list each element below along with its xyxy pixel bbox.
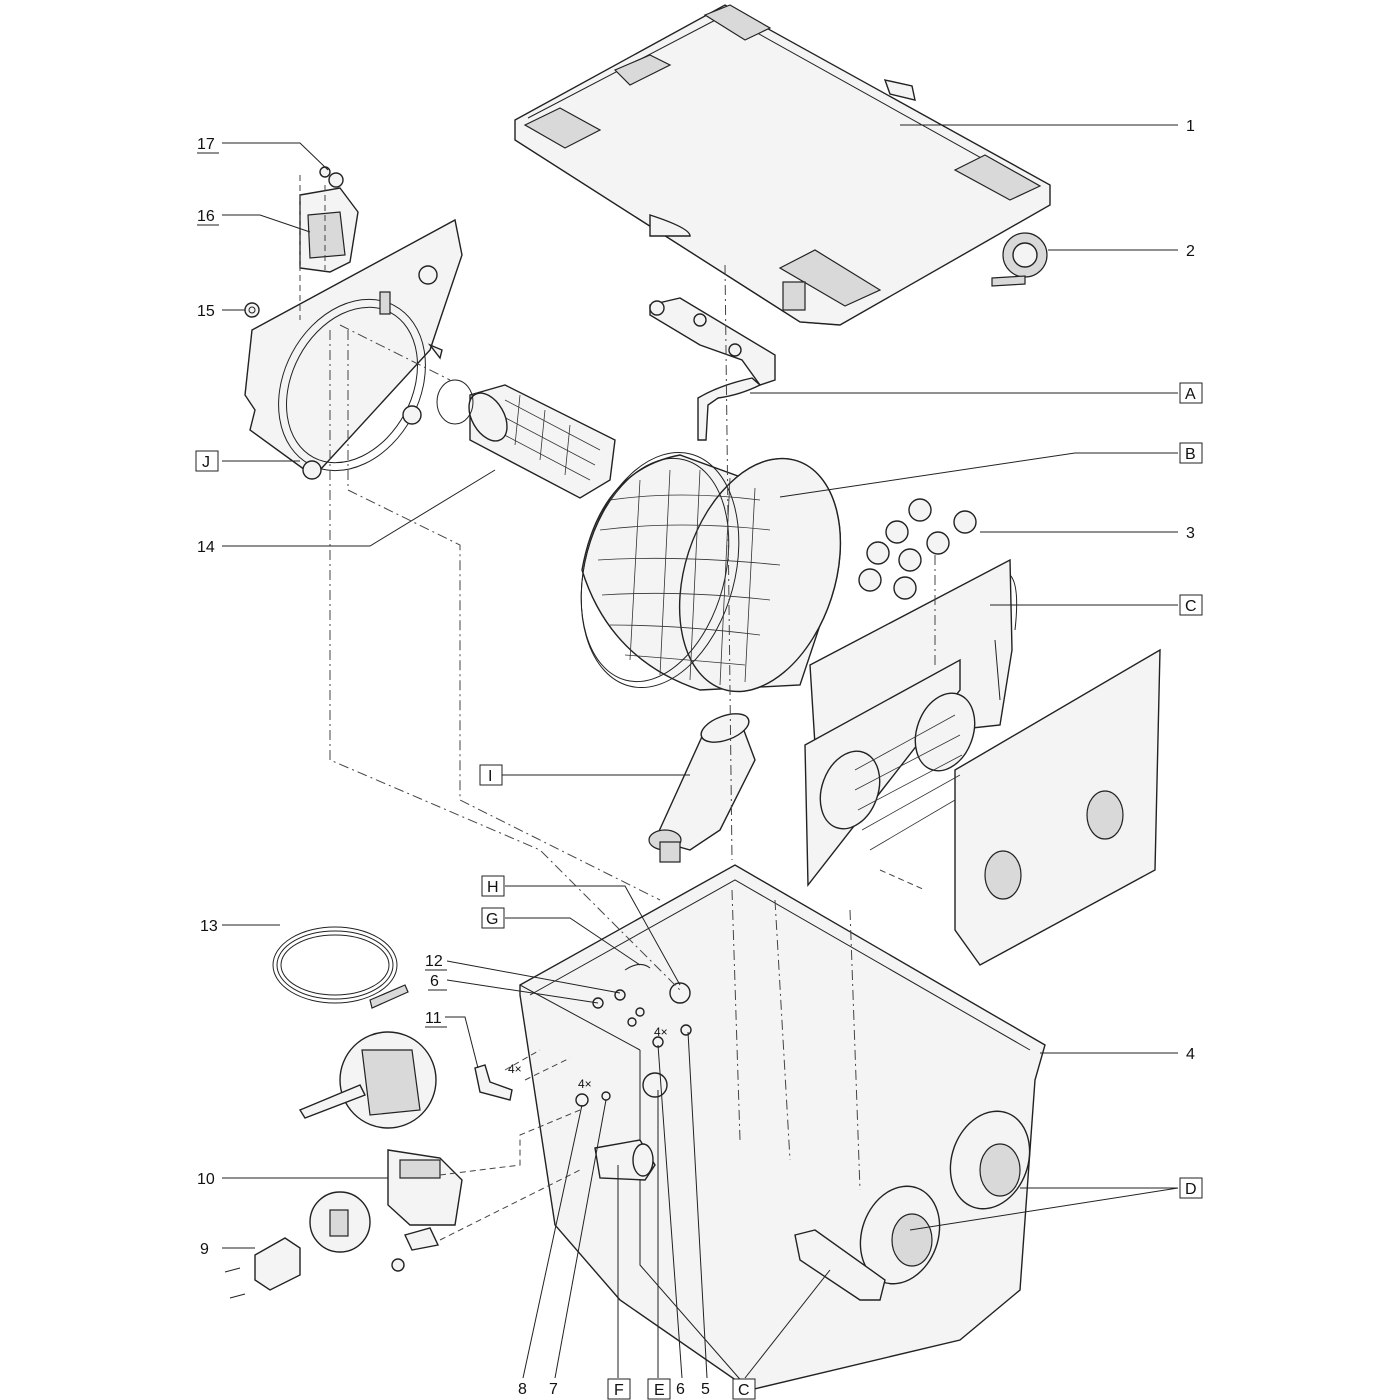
label-3: 3	[1186, 525, 1195, 542]
leader-lines	[222, 124, 1179, 1379]
label-J: J	[202, 454, 210, 471]
valve-part	[594, 1139, 656, 1181]
power-supply-part	[298, 1031, 463, 1226]
tape-roll-part	[991, 232, 1048, 287]
label-10: 10	[197, 1171, 215, 1188]
label-8: 8	[518, 1381, 527, 1398]
label-6-lower: 6	[676, 1381, 685, 1398]
assembly-lines	[299, 175, 936, 1241]
label-17: 17	[197, 136, 215, 153]
housing-part	[519, 864, 1046, 1391]
label-F: F	[614, 1382, 624, 1399]
lid-part	[514, 4, 1051, 326]
small-hardware-part	[575, 964, 692, 1107]
label-13: 13	[200, 918, 218, 935]
bracket-part	[224, 1191, 440, 1299]
label-C-top: C	[1185, 598, 1197, 615]
label-I: I	[488, 768, 492, 785]
label-E: E	[654, 1382, 665, 1399]
label-C-bottom: C	[738, 1382, 750, 1399]
pump-part	[648, 713, 756, 863]
label-D: D	[1185, 1181, 1197, 1198]
label-15: 15	[197, 303, 215, 320]
pipe-manifold-part	[649, 297, 776, 441]
label-A: A	[1185, 386, 1196, 403]
qty-4x-middle: 4×	[578, 1077, 592, 1091]
control-unit-part	[299, 166, 359, 273]
label-4: 4	[1186, 1046, 1195, 1063]
filter-cartridge-part	[436, 379, 616, 499]
label-12: 12	[425, 953, 443, 970]
fittings-part	[858, 498, 977, 600]
elbow-part	[474, 1064, 513, 1101]
label-6-upper: 6	[430, 973, 439, 990]
label-7: 7	[549, 1381, 558, 1398]
label-B: B	[1185, 446, 1196, 463]
drum-filter-part	[580, 451, 842, 693]
label-1: 1	[1186, 118, 1195, 135]
label-14: 14	[197, 539, 215, 556]
label-G: G	[486, 911, 498, 928]
screw-part	[244, 302, 260, 318]
label-11: 11	[425, 1010, 442, 1027]
hose-coil-part	[272, 926, 409, 1009]
label-16: 16	[197, 208, 215, 225]
qty-4x-left: 4×	[508, 1062, 522, 1076]
label-2: 2	[1186, 243, 1195, 260]
label-H: H	[487, 879, 499, 896]
chamber-walls-part	[804, 558, 1161, 966]
label-9: 9	[200, 1241, 209, 1258]
label-5: 5	[701, 1381, 710, 1398]
mounting-plate-part	[244, 218, 463, 480]
qty-4x-right: 4×	[654, 1025, 668, 1039]
